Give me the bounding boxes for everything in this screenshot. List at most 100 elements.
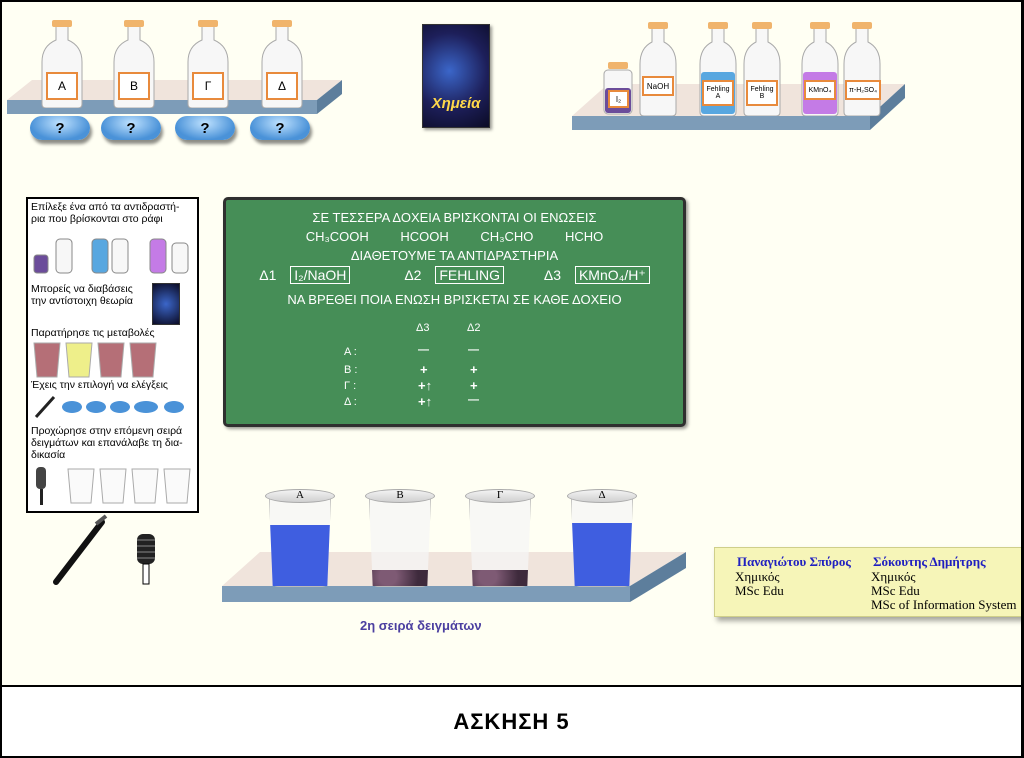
results-table: Δ3 Δ2 Α : — — Β : + + Γ : +↑ + Δ : +↑ —	[344, 322, 514, 412]
author-2-line: MSc of Information System	[871, 597, 1017, 612]
compound: CH₃CHO	[480, 229, 534, 244]
table-header-d3: Δ3	[416, 322, 430, 334]
brush-icon[interactable]	[134, 532, 158, 586]
reagent-bottle-naoh[interactable]: NaOH	[638, 20, 678, 117]
reagent-tag: Δ3	[543, 267, 562, 283]
lab-stage: Α Β Γ Δ ? ? ? ? Χημεία I₂ NaOH	[2, 2, 1021, 685]
beaker-rim	[365, 489, 435, 503]
author-2-line: Χημικός	[871, 569, 916, 584]
compound: HCOOH	[400, 229, 449, 244]
reagent-label: Fehling A	[702, 80, 734, 106]
bottle-graphic	[843, 27, 881, 117]
board-line-3: ΔΙΑΘΕΤΟΥΜΕ ΤΑ ΑΝΤΙΔΡΑΣΤΗΡΙΑ	[350, 248, 559, 263]
unknown-button-a[interactable]: ?	[30, 116, 90, 140]
sample-bottle-label: Γ	[192, 72, 224, 100]
sample-shelf	[2, 80, 342, 140]
sample-bottle-label: Α	[46, 72, 78, 100]
book-title: Χημεία	[431, 95, 481, 112]
exercise-board: ΣΕ ΤΕΣΣΕΡΑ ΔΟΧΕΙΑ ΒΡΙΣΚΟΝΤΑΙ ΟΙ ΕΝΩΣΕΙΣ …	[223, 197, 686, 427]
mini-brush-beakers-icon	[36, 467, 191, 505]
unknown-button-c[interactable]: ?	[175, 116, 235, 140]
mini-check-icon	[34, 395, 184, 419]
table-cell-d2: +	[470, 362, 478, 377]
beaker-body	[369, 497, 431, 587]
board-reagents: Δ1 I₂/NaOH Δ2 FEHLING Δ3 KMnO₄/H⁺	[226, 266, 683, 284]
instruction-step-3: Παρατήρησε τις μεταβολές	[31, 327, 155, 339]
table-row-label: Δ :	[344, 396, 357, 408]
beaker-rim	[567, 489, 637, 503]
sample-bottle-a[interactable]: Α	[40, 20, 84, 109]
table-cell-d3: +↑	[418, 394, 433, 409]
reagent-bottle-i2[interactable]: I₂	[602, 60, 634, 116]
beaker-body	[571, 497, 633, 587]
table-cell-d3: +↑	[418, 378, 433, 393]
reagent-label: I₂	[608, 90, 629, 108]
reagent-name: KMnO₄/H⁺	[574, 266, 650, 284]
bottle-graphic	[801, 27, 839, 117]
instruction-step-5: Προχώρησε στην επόμενη σειρά δειγμάτων κ…	[31, 425, 183, 461]
table-cell-d2: —	[468, 344, 479, 356]
exercise-title: ΑΣΚΗΣΗ 5	[453, 708, 570, 734]
beaker-label: Δ	[598, 489, 606, 501]
authors-card: Παναγιώτου Σπύρος Χημικός MSc Edu Σόκουτ…	[714, 547, 1021, 617]
board-compounds: CH₃COOH HCOOH CH₃CHO HCHO	[226, 229, 683, 244]
table-row-label: Β :	[344, 364, 358, 376]
beaker-d[interactable]: Δ	[567, 489, 637, 587]
beaker-body	[469, 497, 531, 587]
author-2-name: Σόκουτης Δημήτρης	[873, 554, 986, 569]
beaker-label: Α	[296, 489, 304, 501]
theory-book[interactable]: Χημεία	[422, 24, 490, 128]
sample-bottle-label: Δ	[266, 72, 298, 100]
reagent-bottle-fehling-b[interactable]: Fehling B	[742, 20, 782, 117]
mini-book-icon	[152, 283, 180, 325]
beaker-c[interactable]: Γ	[465, 489, 535, 587]
beaker-shelf-graphic	[222, 552, 686, 602]
table-row-label: Α :	[344, 346, 357, 358]
sample-bottle-d[interactable]: Δ	[260, 20, 304, 109]
reagent-bottle-h2so4[interactable]: π-H₂SO₄	[842, 20, 882, 117]
author-2-line: MSc Edu	[871, 583, 920, 598]
beaker-rim	[265, 489, 335, 503]
instructions-panel: Επίλεξε ένα από τα αντιδραστή- ρια που β…	[26, 197, 199, 513]
table-cell-d2: —	[468, 394, 479, 406]
reagent-name: FEHLING	[435, 266, 505, 284]
board-line-5: ΝΑ ΒΡΕΘΕΙ ΠΟΙΑ ΕΝΩΣΗ ΒΡΙΣΚΕΤΑΙ ΣΕ ΚΑΘΕ Δ…	[287, 292, 622, 307]
board-line-1: ΣΕ ΤΕΣΣΕΡΑ ΔΟΧΕΙΑ ΒΡΙΣΚΟΝΤΑΙ ΟΙ ΕΝΩΣΕΙΣ	[312, 210, 597, 225]
reagent-label: π-H₂SO₄	[845, 80, 881, 100]
series-caption: 2η σειρά δειγμάτων	[360, 618, 482, 633]
reagent-name: I₂/NaOH	[290, 266, 351, 284]
beaker-rim	[465, 489, 535, 503]
instruction-step-2: Μπορείς να διαβάσεις την αντίστοιχη θεωρ…	[31, 283, 133, 307]
table-cell-d3: —	[418, 344, 429, 356]
beaker-a[interactable]: Α	[265, 489, 335, 587]
mini-beakers-icon	[33, 342, 157, 378]
author-1-line: MSc Edu	[735, 583, 784, 598]
beaker-b[interactable]: Β	[365, 489, 435, 587]
reagent-label: Fehling B	[746, 80, 778, 106]
sample-bottle-b[interactable]: Β	[112, 20, 156, 109]
reagent-tag: Δ2	[404, 267, 422, 283]
reagent-bottle-kmno4[interactable]: KMnO₄	[800, 20, 840, 117]
table-cell-d3: +	[420, 362, 428, 377]
reagent-label: NaOH	[642, 76, 674, 96]
reagent-tag: Δ1	[259, 267, 277, 283]
author-1-line: Χημικός	[735, 569, 780, 584]
beaker-label: Β	[396, 489, 404, 501]
reagent-label: KMnO₄	[804, 80, 836, 100]
beaker-label: Γ	[496, 489, 504, 501]
beaker-body	[269, 497, 331, 587]
unknown-button-b[interactable]: ?	[101, 116, 161, 140]
author-1-name: Παναγιώτου Σπύρος	[737, 554, 851, 569]
table-cell-d2: +	[470, 378, 478, 393]
beaker-shelf	[220, 550, 686, 616]
instruction-step-4: Έχεις την επιλογή να ελέγξεις	[31, 379, 168, 391]
reagent-bottle-fehling-a[interactable]: Fehling A	[698, 20, 738, 117]
table-row-label: Γ :	[344, 380, 357, 392]
pen-icon[interactable]	[52, 514, 108, 586]
sample-shelf-graphic	[7, 80, 342, 114]
unknown-button-d[interactable]: ?	[250, 116, 310, 140]
sample-bottle-label: Β	[118, 72, 150, 100]
mini-reagents-icon	[33, 238, 189, 274]
sample-bottle-c[interactable]: Γ	[186, 20, 230, 109]
footer-bar: ΑΣΚΗΣΗ 5	[2, 687, 1021, 756]
